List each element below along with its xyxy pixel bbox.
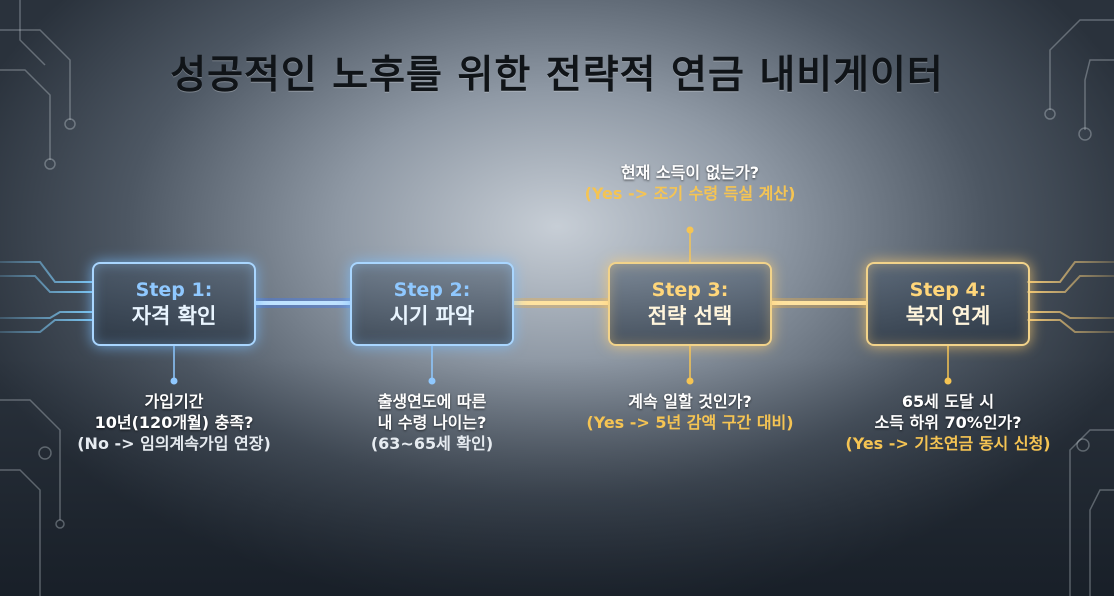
step-2-question-note: (63~65세 확인) [370,433,494,453]
pointer-step4-dot [944,377,952,385]
step-4-question-line1: 65세 도달 시 [901,392,995,411]
step-2-box: Step 2: 시기 파악 [350,262,514,346]
step-1-question-note: (No -> 임의계속가입 연장) [77,433,271,453]
step-3-top-question-note: (Yes -> 조기 수령 득실 계산) [584,183,796,203]
step-3-bottom-question-note: (Yes -> 5년 감액 구간 대비) [586,412,794,432]
pointer-step3-bottom-dot [686,377,694,385]
step-4-name: 복지 연계 [905,303,991,328]
step-2-name: 시기 파악 [389,303,475,328]
step-1-name: 자격 확인 [131,303,217,328]
outgoing-light-lines [1027,261,1114,333]
pointer-step1-dot [170,377,178,385]
step-1-question: 가입기간 10년(120개월) 충족? (No -> 임의계속가입 연장) [74,392,274,454]
circuit-traces-left [0,0,76,596]
step-2-number: Step 2: [393,279,471,301]
page-title: 성공적인 노후를 위한 전략적 연금 내비게이터 [170,53,944,98]
step-3-name: 전략 선택 [647,303,733,328]
pointer-step3-top-dot [686,226,694,234]
step-1-number: Step 1: [135,279,213,301]
step-3-bottom-question: 계속 일할 것인가? (Yes -> 5년 감액 구간 대비) [560,392,820,434]
step-1-box: Step 1: 자격 확인 [92,262,256,346]
step-4-question-line2: 소득 하위 70%인가? [874,412,1022,432]
step-2-question-line2: 내 수령 나이는? [377,412,487,432]
step-3-top-question-line1: 현재 소득이 없는가? [620,163,760,182]
circuit-traces-right [1044,19,1114,596]
step-1-question-line1: 가입기간 [144,392,204,411]
pointer-step2-dot [428,377,436,385]
incoming-light-lines [0,261,92,333]
step-3-box: Step 3: 전략 선택 [608,262,772,346]
step-3-bottom-question-line1: 계속 일할 것인가? [628,392,752,411]
step-4-number: Step 4: [909,279,987,301]
step-3-top-question: 현재 소득이 없는가? (Yes -> 조기 수령 득실 계산) [560,163,820,205]
step-1-question-line2: 10년(120개월) 충족? [94,412,254,432]
step-4-question: 65세 도달 시 소득 하위 70%인가? (Yes -> 기초연금 동시 신청… [818,392,1078,454]
step-3-number: Step 3: [651,279,729,301]
step-2-question-line1: 출생연도에 따른 [377,392,487,411]
step-4-box: Step 4: 복지 연계 [866,262,1030,346]
step-2-question: 출생연도에 따른 내 수령 나이는? (63~65세 확인) [332,392,532,454]
step-4-question-note: (Yes -> 기초연금 동시 신청) [845,433,1051,453]
